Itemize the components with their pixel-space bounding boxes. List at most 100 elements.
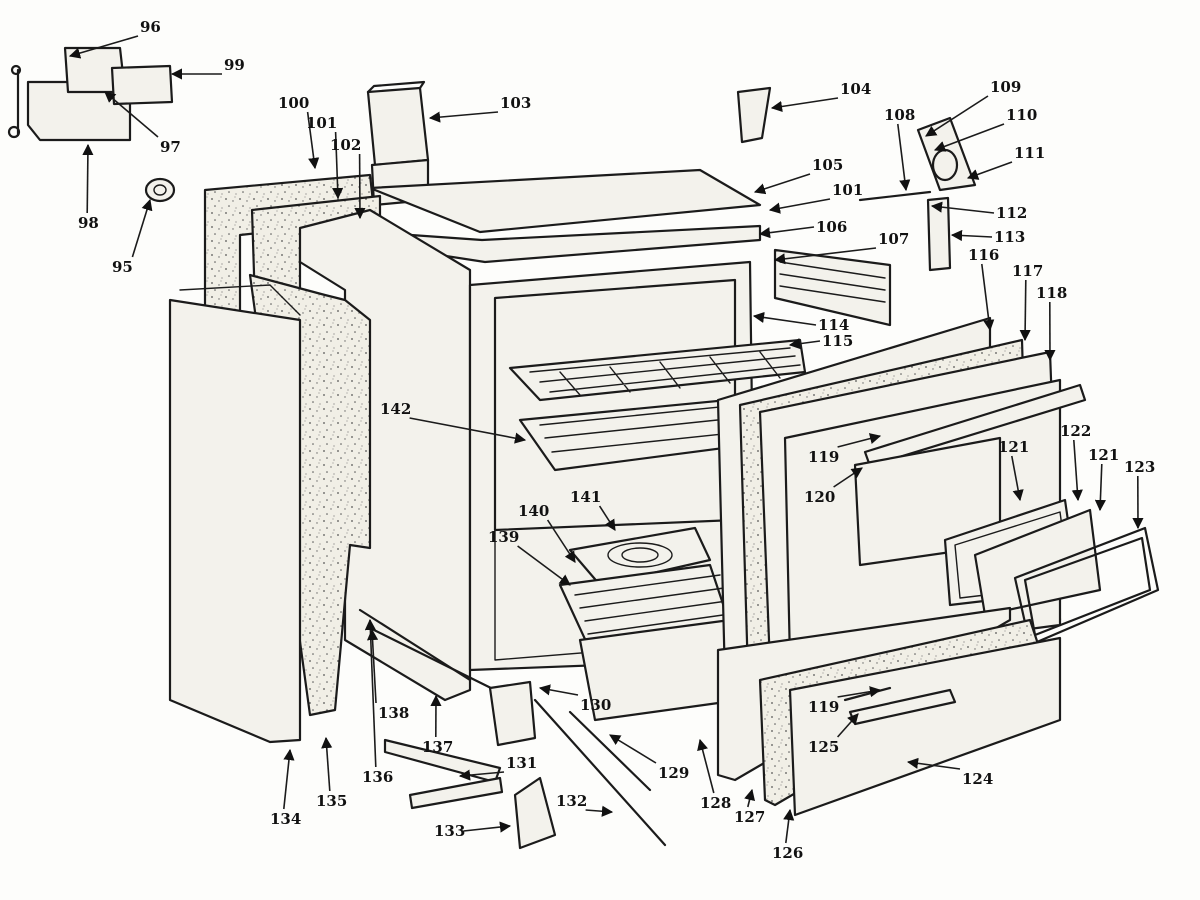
callout-115: 115 bbox=[822, 332, 853, 350]
callout-108: 108 bbox=[884, 106, 915, 124]
callout-137: 137 bbox=[422, 738, 453, 756]
callout-132: 132 bbox=[556, 792, 587, 810]
callout-127: 127 bbox=[734, 808, 765, 826]
leader-98 bbox=[82, 143, 94, 214]
callout-101b: 101 bbox=[832, 181, 863, 199]
leader-128 bbox=[697, 738, 715, 794]
leader-130 bbox=[538, 684, 579, 696]
loose-hardware bbox=[383, 698, 667, 850]
callout-119b: 119 bbox=[808, 698, 839, 716]
callout-104: 104 bbox=[840, 80, 871, 98]
leader-108 bbox=[897, 123, 911, 192]
leader-131 bbox=[458, 769, 505, 781]
callout-135: 135 bbox=[316, 792, 347, 810]
callout-142: 142 bbox=[380, 400, 411, 418]
leader-125 bbox=[837, 713, 859, 738]
upper-oven-rack bbox=[508, 338, 807, 402]
callout-118: 118 bbox=[1036, 284, 1067, 302]
callout-133: 133 bbox=[434, 822, 465, 840]
callout-106: 106 bbox=[816, 218, 847, 236]
leader-136 bbox=[364, 618, 377, 768]
callout-140: 140 bbox=[518, 502, 549, 520]
leader-116 bbox=[981, 263, 995, 332]
callout-141: 141 bbox=[570, 488, 601, 506]
callout-107: 107 bbox=[878, 230, 909, 248]
leader-101b bbox=[768, 198, 831, 214]
callout-102: 102 bbox=[330, 136, 361, 154]
leader-121a bbox=[1011, 455, 1024, 502]
callout-100: 100 bbox=[278, 94, 309, 112]
leader-122 bbox=[1071, 439, 1083, 502]
lower-drawer-front bbox=[716, 606, 1062, 817]
callout-96: 96 bbox=[140, 18, 161, 36]
leader-111 bbox=[966, 161, 1013, 180]
leader-139 bbox=[517, 545, 571, 586]
leader-119a bbox=[837, 433, 882, 448]
callout-128: 128 bbox=[700, 794, 731, 812]
callout-109: 109 bbox=[990, 78, 1021, 96]
leader-95 bbox=[131, 198, 153, 258]
leader-141 bbox=[598, 505, 616, 531]
leader-127 bbox=[744, 788, 756, 808]
knob-part bbox=[144, 177, 176, 203]
side-panels bbox=[168, 273, 372, 744]
leader-114 bbox=[752, 311, 817, 326]
leader-117 bbox=[1019, 279, 1031, 342]
callout-121a: 121 bbox=[998, 438, 1029, 456]
callout-131: 131 bbox=[506, 754, 537, 772]
leader-109 bbox=[925, 95, 989, 137]
callout-125: 125 bbox=[808, 738, 839, 756]
callout-116: 116 bbox=[968, 246, 999, 264]
callout-114: 114 bbox=[818, 316, 849, 334]
callout-117: 117 bbox=[1012, 262, 1043, 280]
leader-120 bbox=[833, 467, 863, 488]
callout-129: 129 bbox=[658, 764, 689, 782]
callout-122: 122 bbox=[1060, 422, 1091, 440]
leader-107 bbox=[773, 247, 877, 265]
callout-120: 120 bbox=[804, 488, 835, 506]
leader-103 bbox=[428, 111, 499, 123]
leader-134 bbox=[283, 748, 295, 810]
leader-133 bbox=[463, 821, 512, 833]
callout-126: 126 bbox=[772, 844, 803, 862]
small-bracket bbox=[736, 86, 772, 144]
callout-111: 111 bbox=[1014, 144, 1045, 162]
base-rails bbox=[358, 608, 537, 747]
leader-115 bbox=[788, 338, 821, 350]
leader-97 bbox=[104, 91, 159, 138]
callout-105: 105 bbox=[812, 156, 843, 174]
leader-140 bbox=[546, 519, 576, 563]
oven-door-assembly bbox=[716, 316, 1160, 682]
callout-123: 123 bbox=[1124, 458, 1155, 476]
callout-113: 113 bbox=[994, 228, 1025, 246]
leader-129 bbox=[609, 734, 657, 764]
leader-113 bbox=[950, 229, 993, 242]
callout-124: 124 bbox=[962, 770, 993, 788]
leader-106 bbox=[758, 226, 815, 239]
leader-105 bbox=[753, 173, 811, 195]
leader-lines bbox=[68, 35, 1144, 844]
callout-139: 139 bbox=[488, 528, 519, 546]
leader-135 bbox=[321, 736, 333, 792]
callout-101a: 101 bbox=[306, 114, 337, 132]
leader-126 bbox=[783, 808, 795, 844]
leader-112 bbox=[930, 201, 995, 214]
leader-100 bbox=[306, 111, 320, 170]
leader-104 bbox=[770, 97, 839, 113]
leader-96 bbox=[68, 35, 139, 59]
callout-136: 136 bbox=[362, 768, 393, 786]
callout-119a: 119 bbox=[808, 448, 839, 466]
leader-142 bbox=[409, 417, 527, 444]
bracket-assembly bbox=[7, 46, 174, 142]
callout-99: 99 bbox=[224, 56, 245, 74]
leader-121b bbox=[1094, 463, 1106, 512]
leader-119b bbox=[837, 686, 882, 698]
callout-130: 130 bbox=[580, 696, 611, 714]
callout-98: 98 bbox=[78, 214, 99, 232]
leader-138 bbox=[366, 628, 379, 704]
callout-134: 134 bbox=[270, 810, 301, 828]
leader-124 bbox=[906, 757, 961, 770]
callout-labels: 9596979899100101101102103104105106107108… bbox=[78, 18, 1155, 862]
